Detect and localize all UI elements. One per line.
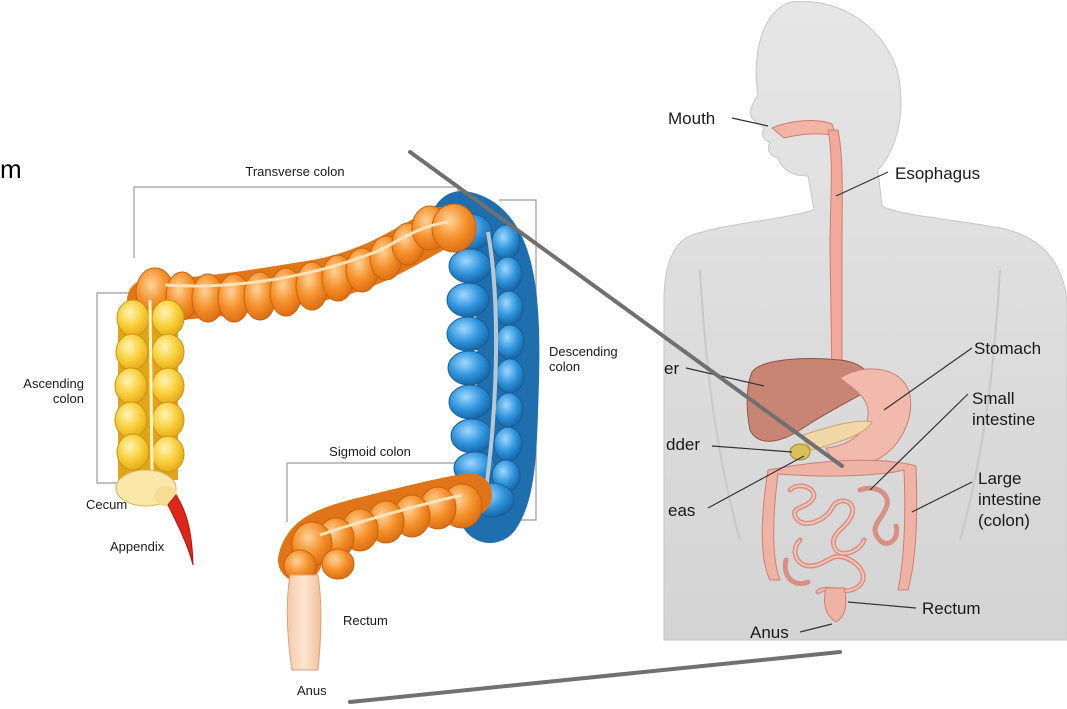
label-esophagus: Esophagus [895,163,980,184]
label-pancreas: eas [668,500,695,521]
colon-diagram [97,187,536,670]
label-rectum: Rectum [343,613,388,628]
rectum-shape [287,575,321,670]
label-large-intestine: Large intestine (colon) [978,468,1041,531]
transverse-colon [136,204,476,322]
label-transverse-colon: Transverse colon [230,164,360,179]
label-appendix: Appendix [110,539,164,554]
label-descending-colon: Descending colon [549,344,618,374]
label-sigmoid-colon: Sigmoid colon [305,444,435,459]
lower-connector-line [350,652,840,702]
label-anus: Anus [297,683,327,698]
label-cecum: Cecum [86,497,127,512]
label-liver: er [664,358,679,379]
label-mouth: Mouth [668,108,715,129]
slide-text-fragment: m [0,154,22,185]
descending-colon [447,214,524,517]
ascending-colon [115,300,184,506]
label-gallbladder: dder [666,434,700,455]
body-diagram [664,1,1067,640]
label-ascending-colon: Ascending colon [8,376,84,406]
label-body-anus: Anus [750,622,789,643]
label-stomach: Stomach [974,338,1041,359]
appendix-shape [168,495,193,565]
label-small-intestine: Small intestine [972,388,1035,430]
label-body-rectum: Rectum [922,598,981,619]
body-silhouette [664,1,1067,640]
sigmoid-colon [284,484,482,582]
